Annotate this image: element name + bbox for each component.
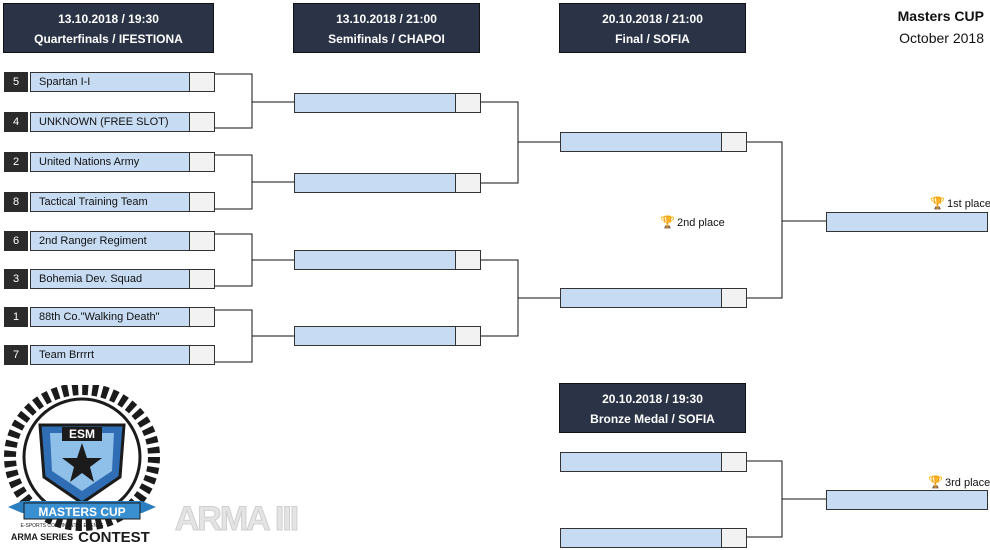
esm-text: ESM	[69, 427, 95, 441]
score-box[interactable]	[189, 231, 215, 251]
score-box[interactable]	[189, 152, 215, 172]
sf-team-slot-2[interactable]	[294, 173, 456, 193]
final-team-slot-1[interactable]	[560, 132, 722, 152]
bronze-winner-slot[interactable]	[826, 490, 988, 510]
round-name: Bronze Medal / SOFIA	[590, 412, 715, 426]
seed-badge: 7	[4, 345, 28, 365]
qf-slot-6: 3 Bohemia Dev. Squad	[0, 269, 215, 289]
round-name: Quarterfinals / IFESTIONA	[34, 32, 183, 46]
team-name[interactable]: UNKNOWN (FREE SLOT)	[30, 112, 190, 132]
round-name: Semifinals / CHAPOI	[328, 32, 445, 46]
qf-slot-1: 5 Spartan I-I	[0, 72, 215, 92]
seed-badge: 5	[4, 72, 28, 92]
qf-slot-8: 7 Team Brrrrt	[0, 345, 215, 365]
seed-badge: 8	[4, 192, 28, 212]
seed-badge: 6	[4, 231, 28, 251]
qf-slot-3: 2 United Nations Army	[0, 152, 215, 172]
round-header-bronze: 20.10.2018 / 19:30 Bronze Medal / SOFIA	[559, 383, 746, 433]
round-date: 20.10.2018 / 21:00	[602, 12, 703, 26]
score-box[interactable]	[189, 345, 215, 365]
round-header-quarterfinals: 13.10.2018 / 19:30 Quarterfinals / IFEST…	[3, 3, 214, 53]
team-name[interactable]: Team Brrrrt	[30, 345, 190, 365]
seed-badge: 2	[4, 152, 28, 172]
bronze-team-slot-1[interactable]	[560, 452, 722, 472]
score-box[interactable]	[189, 192, 215, 212]
qf-slot-4: 8 Tactical Training Team	[0, 192, 215, 212]
round-date: 20.10.2018 / 19:30	[602, 392, 703, 406]
trophy-icon: 🏆	[660, 215, 675, 229]
score-box[interactable]	[189, 112, 215, 132]
champion-slot[interactable]	[826, 212, 988, 232]
team-name[interactable]: Bohemia Dev. Squad	[30, 269, 190, 289]
final-score-box-1[interactable]	[721, 132, 747, 152]
bronze-team-slot-2[interactable]	[560, 528, 722, 548]
round-header-semifinals: 13.10.2018 / 21:00 Semifinals / CHAPOI	[293, 3, 480, 53]
place-text: 1st place	[947, 198, 990, 210]
qf-slot-7: 1 88th Co."Walking Death"	[0, 307, 215, 327]
qf-slot-5: 6 2nd Ranger Regiment	[0, 231, 215, 251]
team-name[interactable]: Spartan I-I	[30, 72, 190, 92]
score-box[interactable]	[189, 72, 215, 92]
sf-score-box-4[interactable]	[455, 326, 481, 346]
place-text: 2nd place	[677, 217, 725, 229]
sf-score-box-3[interactable]	[455, 250, 481, 270]
esm-masters-cup-logo: ESM MASTERS CUP E-SPORTS CONTINENTAL EVE…	[4, 385, 160, 546]
tournament-month: October 2018	[899, 30, 984, 46]
team-name[interactable]: United Nations Army	[30, 152, 190, 172]
arma-logo-text: ARMA III	[175, 500, 298, 538]
score-box[interactable]	[189, 269, 215, 289]
small-text: E-SPORTS CONTINENTAL EVENTS	[21, 523, 105, 529]
round-header-final: 20.10.2018 / 21:00 Final / SOFIA	[559, 3, 746, 53]
team-name[interactable]: Tactical Training Team	[30, 192, 190, 212]
final-team-slot-2[interactable]	[560, 288, 722, 308]
final-score-box-2[interactable]	[721, 288, 747, 308]
first-place-label: 🏆1st place	[930, 196, 990, 210]
bronze-score-box-1[interactable]	[721, 452, 747, 472]
place-text: 3rd place	[945, 477, 990, 489]
round-name: Final / SOFIA	[615, 32, 690, 46]
bronze-score-box-2[interactable]	[721, 528, 747, 548]
tournament-name: Masters CUP	[897, 8, 984, 24]
team-name[interactable]: 88th Co."Walking Death"	[30, 307, 190, 327]
arma-logo: ARMA III	[174, 500, 300, 539]
sf-team-slot-1[interactable]	[294, 93, 456, 113]
sf-score-box-1[interactable]	[455, 93, 481, 113]
seed-badge: 4	[4, 112, 28, 132]
round-date: 13.10.2018 / 19:30	[58, 12, 159, 26]
trophy-icon: 🏆	[928, 475, 943, 489]
score-box[interactable]	[189, 307, 215, 327]
team-name[interactable]: 2nd Ranger Regiment	[30, 231, 190, 251]
second-place-label: 🏆2nd place	[660, 215, 725, 229]
sf-score-box-2[interactable]	[455, 173, 481, 193]
sf-team-slot-4[interactable]	[294, 326, 456, 346]
trophy-icon: 🏆	[930, 196, 945, 210]
contest-text: CONTEST	[78, 529, 150, 546]
arma-series-text: ARMA SERIES	[11, 532, 73, 542]
round-date: 13.10.2018 / 21:00	[336, 12, 437, 26]
qf-slot-2: 4 UNKNOWN (FREE SLOT)	[0, 112, 215, 132]
sf-team-slot-3[interactable]	[294, 250, 456, 270]
tournament-title: Masters CUP October 2018	[898, 8, 984, 46]
ribbon-text: MASTERS CUP	[38, 505, 125, 519]
seed-badge: 1	[4, 307, 28, 327]
seed-badge: 3	[4, 269, 28, 289]
third-place-label: 🏆3rd place	[928, 475, 990, 489]
